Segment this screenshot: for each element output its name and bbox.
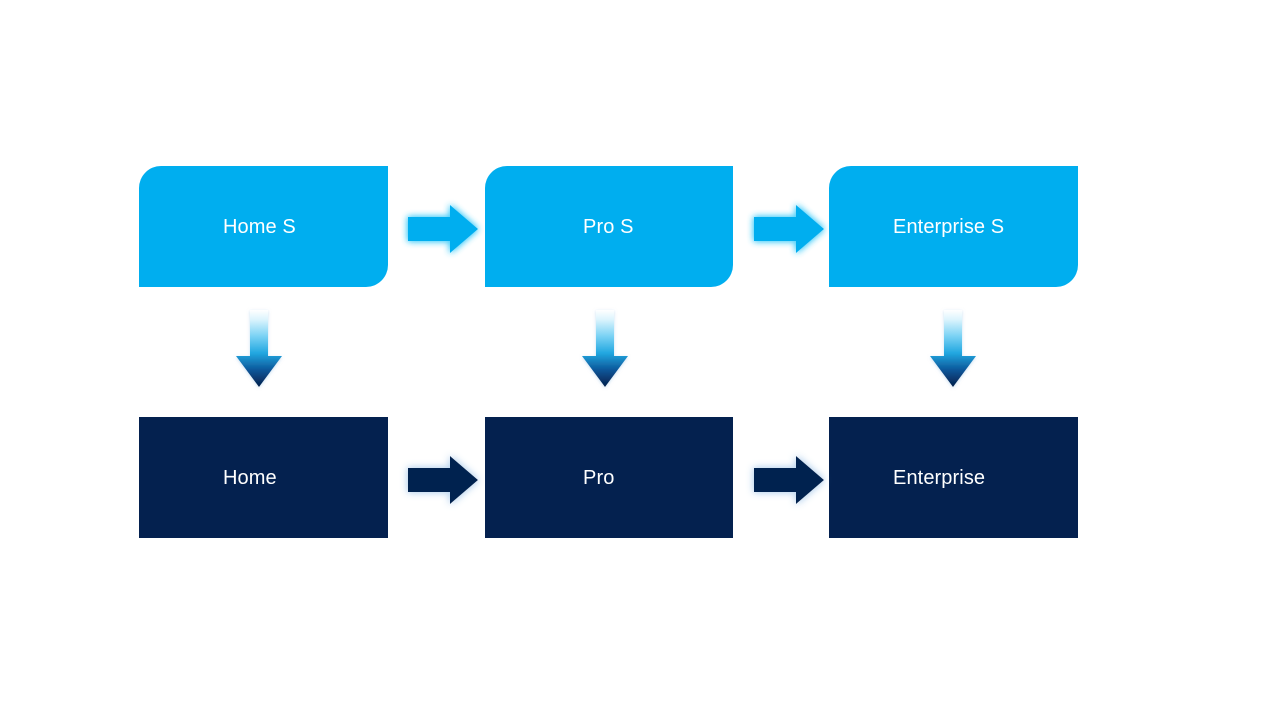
node-label-enterprise: Enterprise [893, 466, 986, 489]
node-label-home-s: Home S [223, 215, 296, 238]
arrow-down-icon [236, 310, 282, 387]
connector-bottom-arrow-2[interactable] [742, 447, 836, 513]
node-home[interactable]: Home [139, 417, 388, 538]
node-label-enterprise-s: Enterprise S [893, 215, 1005, 238]
connector-vertical-arrow-3[interactable] [922, 306, 984, 392]
connector-vertical-arrow-2[interactable] [574, 306, 636, 392]
node-enterprise-s[interactable]: Enterprise S [829, 166, 1078, 287]
connector-bottom-arrow-1[interactable] [396, 447, 490, 513]
node-label-home: Home [223, 466, 277, 489]
arrow-down-icon [930, 310, 976, 387]
node-label-pro-s: Pro S [583, 215, 634, 238]
arrow-right-icon [408, 205, 478, 253]
node-pro[interactable]: Pro [485, 417, 733, 538]
arrow-right-icon [754, 205, 824, 253]
node-pro-s[interactable]: Pro S [485, 166, 733, 287]
arrow-down-icon [582, 310, 628, 387]
node-home-s[interactable]: Home S [139, 166, 388, 287]
arrow-right-icon [754, 456, 824, 504]
connector-top-arrow-2[interactable] [742, 196, 836, 262]
node-label-pro: Pro [583, 466, 615, 489]
connector-top-arrow-1[interactable] [396, 196, 490, 262]
node-enterprise[interactable]: Enterprise [829, 417, 1078, 538]
arrow-right-icon [408, 456, 478, 504]
connector-vertical-arrow-1[interactable] [228, 306, 290, 392]
